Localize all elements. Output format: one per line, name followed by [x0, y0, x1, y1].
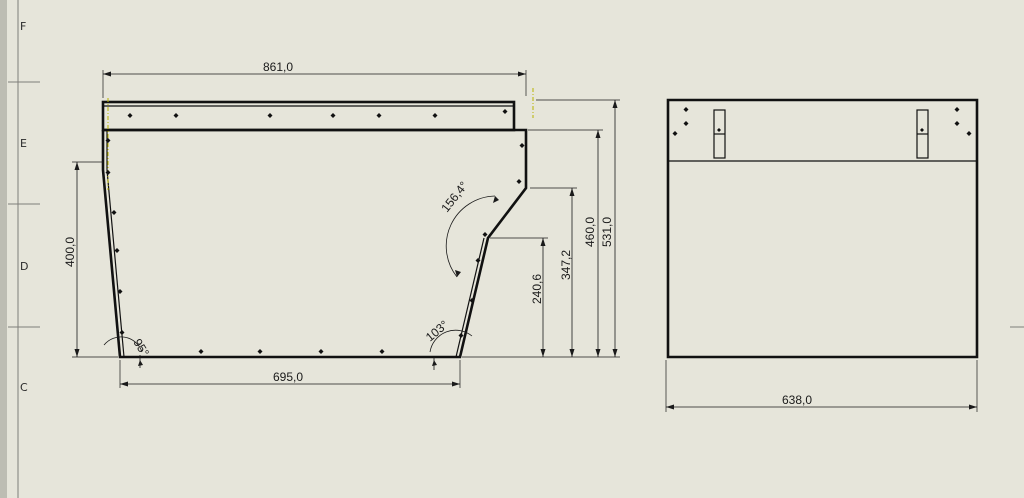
dimension-height-531: 531,0 — [536, 99, 620, 358]
bottom-edge-holes — [198, 349, 385, 354]
dimension-bottom-width-label: 695,0 — [273, 370, 303, 384]
dimension-side-width: 638,0 — [665, 360, 978, 412]
angle-obtuse-label: 156,4° — [438, 179, 471, 215]
right-slope-inner-edge — [455, 237, 485, 358]
angle-bottom-left: 95° — [103, 336, 152, 368]
side-view-holes — [672, 107, 972, 136]
dimension-left-height-label: 400,0 — [63, 237, 77, 267]
dimension-height-531-label: 531,0 — [600, 217, 614, 247]
dimension-side-width-label: 638,0 — [782, 393, 812, 407]
top-flange-holes — [127, 109, 508, 118]
dimension-height-460: 460,0 — [528, 129, 603, 358]
angle-bottom-right-label: 103° — [423, 317, 451, 344]
left-edge-holes — [105, 138, 125, 335]
dimension-height-347: 347,2 — [530, 187, 577, 358]
side-body-outline — [666, 98, 979, 359]
zone-letter-f: F — [20, 20, 26, 33]
dimension-height-347-label: 347,2 — [559, 250, 573, 280]
right-edge-holes — [458, 143, 525, 338]
angle-obtuse: 156,4° — [438, 179, 499, 278]
zone-letter-e: E — [20, 137, 27, 150]
dimension-left-height: 400,0 — [63, 161, 118, 358]
dimension-height-240-label: 240,6 — [530, 274, 544, 304]
zone-letter-c: C — [20, 381, 28, 394]
dimension-bottom-width: 695,0 — [119, 360, 461, 388]
left-slope-inner-edge — [106, 169, 125, 358]
dimension-height-240: 240,6 — [462, 237, 548, 358]
front-view: 861,0 400,0 695,0 240,6 — [63, 60, 620, 388]
front-body-outline — [101, 128, 528, 359]
zone-letter-d: D — [20, 260, 28, 273]
dimension-top-width-label: 861,0 — [263, 60, 293, 74]
dimension-height-460-label: 460,0 — [583, 217, 597, 247]
side-view: 638,0 — [665, 98, 979, 412]
angle-bottom-right: 103° — [423, 317, 473, 370]
dimension-top-width: 861,0 — [102, 60, 527, 98]
